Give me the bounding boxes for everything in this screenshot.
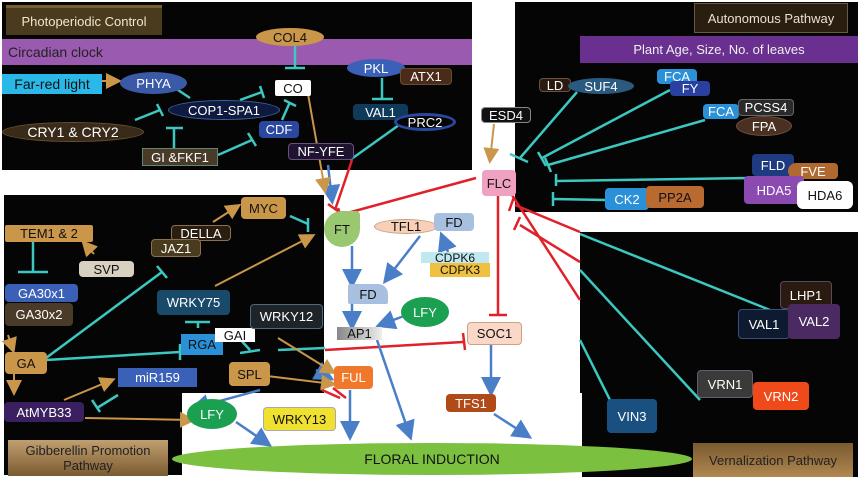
photoperiodic-title: Photoperiodic Control [6,5,162,35]
node-atx1: ATX1 [400,68,452,85]
vernalization-title: Vernalization Pathway [693,443,853,477]
node-val2: VAL2 [788,304,840,339]
node-tem1-2: TEM1 & 2 [5,225,93,242]
node-jaz1: JAZ1 [151,239,201,257]
node-cdpk6: CDPK6 [421,251,489,265]
node-val1-vernalization: VAL1 [738,309,790,339]
node-ga30x1: GA30x1 [5,284,78,302]
node-prc2: PRC2 [394,113,456,131]
node-svp: SVP [79,261,134,277]
node-hda5: HDA5 [744,176,804,204]
node-tfl1: TFL1 [374,219,438,234]
node-pcss4: PCSS4 [738,99,794,116]
node-co: CO [275,80,311,96]
floral-induction: FLORAL INDUCTION [172,443,692,475]
node-nf-yfe: NF-YFE [288,143,354,160]
node-lfy-mid: LFY [401,297,449,327]
node-fd-top: FD [434,213,474,231]
node-flc: FLC [482,170,516,196]
node-vrn2: VRN2 [753,382,809,410]
node-fy: FY [670,81,710,96]
node-vin3: VIN3 [607,399,657,433]
node-ful: FUL [334,366,373,389]
node-ft: FT [324,211,360,247]
node-lfy-lower: LFY [187,399,237,429]
node-rga: RGA [181,334,223,355]
node-esd4: ESD4 [481,107,531,123]
node-fca-2: FCA [703,104,739,119]
node-myc: MYC [241,197,286,219]
node-ga30x2: GA30x2 [5,303,73,326]
node-cdpk3: CDPK3 [430,263,490,277]
node-wrky12: WRKY12 [250,304,323,329]
node-ck2: CK2 [605,188,649,210]
node-fld: FLD [752,154,794,176]
node-pp2a: PP2A [646,186,704,208]
node-cdf: CDF [259,121,299,138]
node-della: DELLA [171,225,231,241]
node-pkl: PKL [347,59,405,77]
node-mir159: miR159 [118,368,197,387]
node-suf4: SUF4 [568,78,634,94]
node-hda6: HDA6 [797,181,853,209]
node-spl: SPL [229,362,270,386]
node-tfs1: TFS1 [446,394,496,412]
node-ld: LD [539,78,571,93]
node-cry1-cry2: CRY1 & CRY2 [2,122,144,142]
node-fve: FVE [788,163,838,179]
plant-age-bar: Plant Age, Size, No. of leaves [580,36,858,63]
node-gai: GAI [215,328,255,343]
node-vrn1: VRN1 [697,370,753,398]
node-fd-mid: FD [348,284,388,304]
node-atmyb33: AtMYB33 [4,402,84,422]
node-fca-1: FCA [657,69,697,84]
node-far-red-light: Far-red light [2,74,102,94]
node-val1-photoperiodic: VAL1 [353,104,408,120]
node-col4: COL4 [256,28,324,46]
node-wrky75: WRKY75 [157,290,230,315]
node-soc1: SOC1 [467,322,522,345]
autonomous-title: Autonomous Pathway [694,3,848,33]
node-gi-fkf1: GI &FKF1 [142,148,218,166]
node-phya: PHYA [120,72,187,94]
gibberellin-title: Gibberellin Promotion Pathway [8,440,168,476]
node-ga: GA [5,352,47,374]
circadian-clock-bar: Circadian clock [2,39,472,65]
node-fpa: FPA [736,116,792,136]
node-ap1: AP1 [337,326,382,341]
node-cop1-spa1: COP1-SPA1 [168,100,280,120]
vernalization-panel [580,232,858,477]
node-wrky13: WRKY13 [263,407,336,431]
